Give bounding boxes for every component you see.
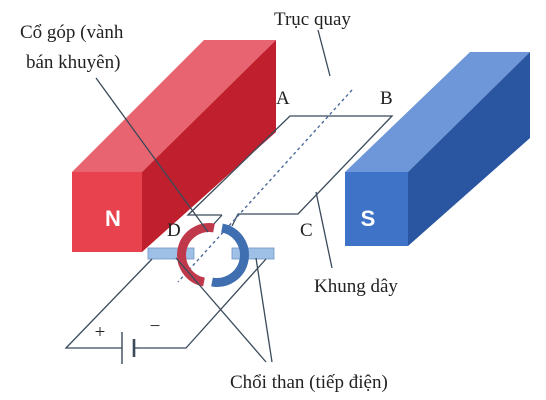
brushes-label: Chổi than (tiếp điện) <box>230 372 388 393</box>
brush-leader-left <box>175 257 267 363</box>
south-magnet-top <box>345 52 530 172</box>
battery-minus-sign: − <box>150 316 161 337</box>
brush-left <box>147 247 195 260</box>
south-magnet-side <box>408 52 530 246</box>
south-magnet-front <box>345 172 408 246</box>
commutator-half-blue <box>211 223 249 287</box>
south-magnet: S <box>345 52 530 246</box>
commutator-leader <box>95 77 209 233</box>
coil-label: Khung dây <box>314 276 398 297</box>
axis-label: Trục quay <box>274 9 351 30</box>
circuit-wire-right <box>142 258 267 349</box>
brush-right <box>231 247 275 260</box>
point-c-label: C <box>300 220 313 241</box>
point-a-label: A <box>276 88 290 109</box>
point-d-label: D <box>167 220 181 241</box>
north-magnet-front <box>72 172 142 252</box>
coil-leader <box>315 191 333 269</box>
south-pole-label: S <box>361 206 376 231</box>
external-circuit: + − <box>64 258 267 364</box>
circuit-wire <box>64 258 153 349</box>
north-magnet: N <box>72 40 276 252</box>
coil-frame <box>186 115 394 227</box>
brush-leader-right <box>255 257 273 363</box>
north-magnet-top <box>72 40 276 172</box>
north-magnet-side <box>142 40 276 252</box>
battery-plus-sign: + <box>95 322 106 343</box>
north-pole-label: N <box>105 206 121 231</box>
commutator-label-line1: Cổ góp (vành <box>20 22 124 43</box>
commutator-label-line2: bán khuyên) <box>26 52 120 73</box>
rotation-axis <box>177 89 353 283</box>
axis-leader <box>317 29 331 77</box>
point-b-label: B <box>380 88 393 109</box>
